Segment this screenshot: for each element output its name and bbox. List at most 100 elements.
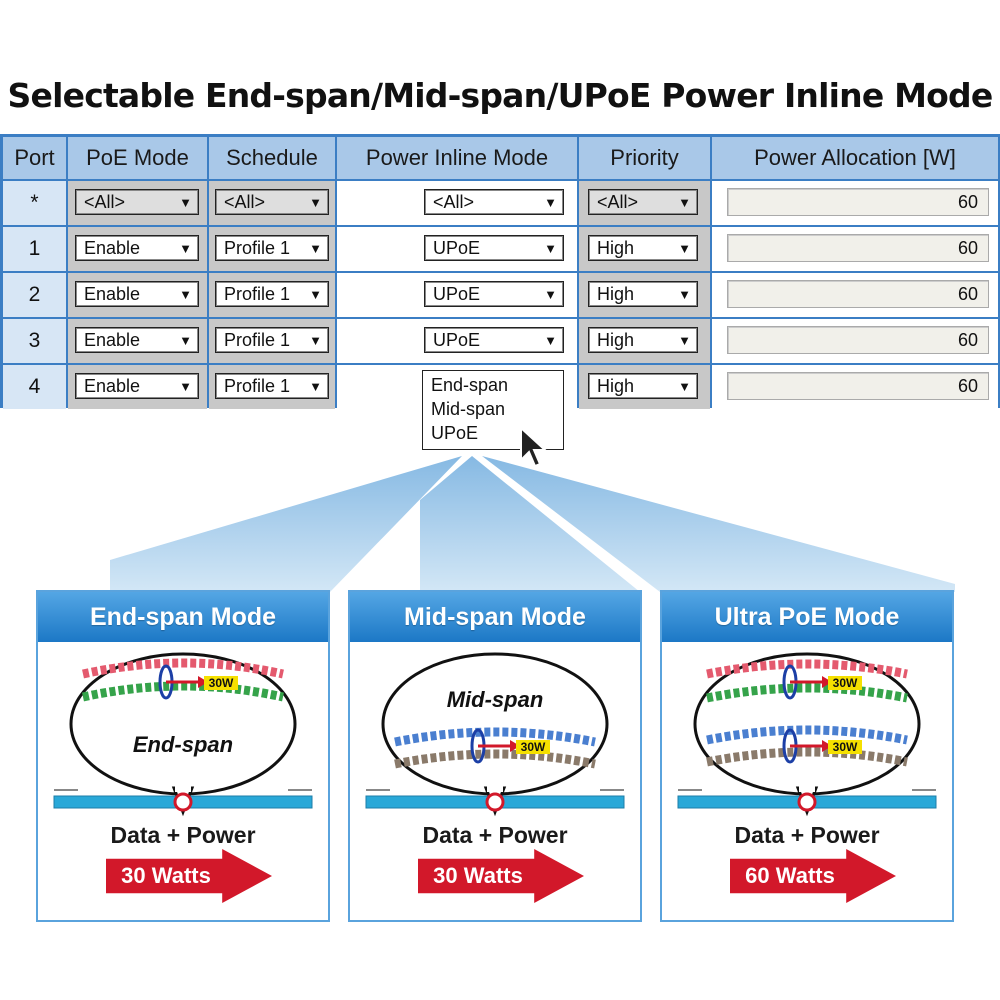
chevron-down-icon: ▼ xyxy=(309,379,322,394)
power-allocation-cell: 60 xyxy=(712,227,998,271)
priority-select[interactable]: High▼ xyxy=(588,235,698,261)
schedule-select-value: <All> xyxy=(224,192,266,212)
poe-mode-select[interactable]: Enable ▼ xyxy=(75,281,199,307)
end-span-wattage-tag: 30W xyxy=(209,676,234,690)
chevron-down-icon: ▼ xyxy=(678,195,691,210)
chevron-down-icon: ▼ xyxy=(179,287,192,302)
power-inline-mode-select-value: UPoE xyxy=(433,284,481,304)
power-allocation-input[interactable]: 60 xyxy=(727,188,989,216)
poe-mode-select-value: Enable xyxy=(84,330,141,350)
mouse-pointer-icon xyxy=(520,426,548,468)
schedule-cell: Profile 1▼ xyxy=(209,319,335,363)
power-inline-mode-select-value: UPoE xyxy=(433,330,481,350)
schedule-select[interactable]: Profile 1▼ xyxy=(215,235,329,261)
priority-select[interactable]: High ▼ xyxy=(588,281,698,307)
poe-mode-select[interactable]: Enable▼ xyxy=(75,373,199,399)
power-allocation-input[interactable]: 60 xyxy=(727,234,989,262)
priority-cell: High▼ xyxy=(579,227,710,271)
card-end-span: End-span Mode 30W End-span Data + Power … xyxy=(36,590,330,922)
power-allocation-cell: 60 xyxy=(712,273,998,317)
option-mid-span[interactable]: Mid-span xyxy=(431,399,506,419)
poe-mode-cell: <All>▼ xyxy=(68,181,207,225)
mid-span-watts: 30 Watts xyxy=(433,863,523,888)
card-mid-span: Mid-span Mode Mid-span 30W Data + Power … xyxy=(348,590,642,922)
ultra-poe-illustration: 30W 30W xyxy=(677,652,937,817)
chevron-down-icon: ▼ xyxy=(309,195,322,210)
ultra-poe-wattage-tag-1: 30W xyxy=(833,676,858,690)
port-cell: 2 xyxy=(3,273,66,317)
priority-select-value: High xyxy=(597,330,635,350)
power-allocation-input[interactable]: 60 xyxy=(727,326,989,354)
chevron-down-icon: ▼ xyxy=(544,195,557,210)
priority-select-value: High xyxy=(597,284,635,304)
port-cell: 1 xyxy=(3,227,66,271)
poe-mode-select-value: Enable xyxy=(84,284,141,304)
header-poe-mode: PoE Mode xyxy=(68,137,207,179)
power-inline-mode-cell: UPoE ▼ xyxy=(337,227,577,271)
mid-span-bubble-label: Mid-span xyxy=(447,687,544,712)
priority-select-value: High xyxy=(597,376,635,396)
power-allocation-cell: 60 xyxy=(712,181,998,225)
power-allocation-input[interactable]: 60 xyxy=(727,372,989,400)
power-inline-mode-select[interactable]: UPoE ▼ xyxy=(424,235,564,261)
chevron-down-icon: ▼ xyxy=(179,379,192,394)
poe-mode-cell: Enable ▼ xyxy=(68,273,207,317)
priority-select-value: <All> xyxy=(597,192,639,212)
header-power-inline-mode: Power Inline Mode xyxy=(337,137,577,179)
schedule-select[interactable]: <All> ▼ xyxy=(215,189,329,215)
power-inline-mode-select[interactable]: <All> ▼ xyxy=(424,189,564,215)
option-upoe[interactable]: UPoE xyxy=(431,423,479,443)
poe-mode-select[interactable]: Enable ▼ xyxy=(75,235,199,261)
chevron-down-icon: ▼ xyxy=(678,287,691,302)
power-allocation-input[interactable]: 60 xyxy=(727,280,989,308)
schedule-select-value: Profile 1 xyxy=(224,330,291,350)
schedule-cell: Profile 1▼ xyxy=(209,273,335,317)
power-inline-mode-dropdown-list[interactable]: End-span Mid-span UPoE xyxy=(422,370,564,450)
priority-select[interactable]: High ▼ xyxy=(588,373,698,399)
port-cell: 4 xyxy=(3,365,66,409)
poe-mode-select[interactable]: Enable▼ xyxy=(75,327,199,353)
chevron-down-icon: ▼ xyxy=(179,241,192,256)
beam-midspan xyxy=(420,456,640,592)
option-end-span[interactable]: End-span xyxy=(431,375,509,395)
schedule-select[interactable]: Profile 1▼ xyxy=(215,281,329,307)
power-inline-mode-select[interactable]: UPoE▼ xyxy=(424,281,564,307)
priority-select[interactable]: <All> ▼ xyxy=(588,189,698,215)
poe-mode-select-value: Enable xyxy=(84,238,141,258)
poe-mode-cell: Enable ▼ xyxy=(68,227,207,271)
port-cell: 3 xyxy=(3,319,66,363)
priority-cell: <All> ▼ xyxy=(579,181,710,225)
power-inline-mode-cell: UPoE▼ xyxy=(337,319,577,363)
schedule-select[interactable]: Profile 1 ▼ xyxy=(215,373,329,399)
page-title: Selectable End-span/Mid-span/UPoE Power … xyxy=(7,76,994,115)
power-inline-mode-cell: UPoE▼ xyxy=(337,273,577,317)
priority-cell: High ▼ xyxy=(579,273,710,317)
poe-mode-select-value: <All> xyxy=(84,192,126,212)
power-inline-mode-select-value: <All> xyxy=(433,192,475,212)
power-allocation-cell: 60 xyxy=(712,319,998,363)
poe-port-table: Port PoE Mode Schedule Power Inline Mode… xyxy=(0,134,1000,409)
end-span-watts: 30 Watts xyxy=(121,863,211,888)
beam-upoe xyxy=(482,456,955,592)
chevron-down-icon: ▼ xyxy=(544,241,557,256)
end-span-illustration: 30W End-span xyxy=(53,652,313,817)
schedule-select-value: Profile 1 xyxy=(224,376,291,396)
priority-cell: High▼ xyxy=(579,319,710,363)
poe-mode-cell: Enable▼ xyxy=(68,365,207,409)
priority-select[interactable]: High▼ xyxy=(588,327,698,353)
port-cell: * xyxy=(3,181,66,225)
header-priority: Priority xyxy=(579,137,710,179)
mid-span-caption: Data + Power xyxy=(422,822,568,848)
power-inline-mode-select-value: UPoE xyxy=(433,238,481,258)
end-span-power-arrow: 30 Watts xyxy=(106,849,272,903)
card-end-span-header: End-span Mode xyxy=(38,592,328,642)
card-ultra-poe: Ultra PoE Mode 30W 30W Data + Power 60 W… xyxy=(660,590,954,922)
poe-mode-select[interactable]: <All>▼ xyxy=(75,189,199,215)
mid-span-illustration: Mid-span 30W xyxy=(365,652,625,817)
schedule-select[interactable]: Profile 1▼ xyxy=(215,327,329,353)
schedule-select-value: Profile 1 xyxy=(224,238,291,258)
beam-endspan xyxy=(110,456,462,592)
chevron-down-icon: ▼ xyxy=(678,379,691,394)
power-inline-mode-select[interactable]: UPoE▼ xyxy=(424,327,564,353)
ultra-poe-power-arrow: 60 Watts xyxy=(730,849,896,903)
